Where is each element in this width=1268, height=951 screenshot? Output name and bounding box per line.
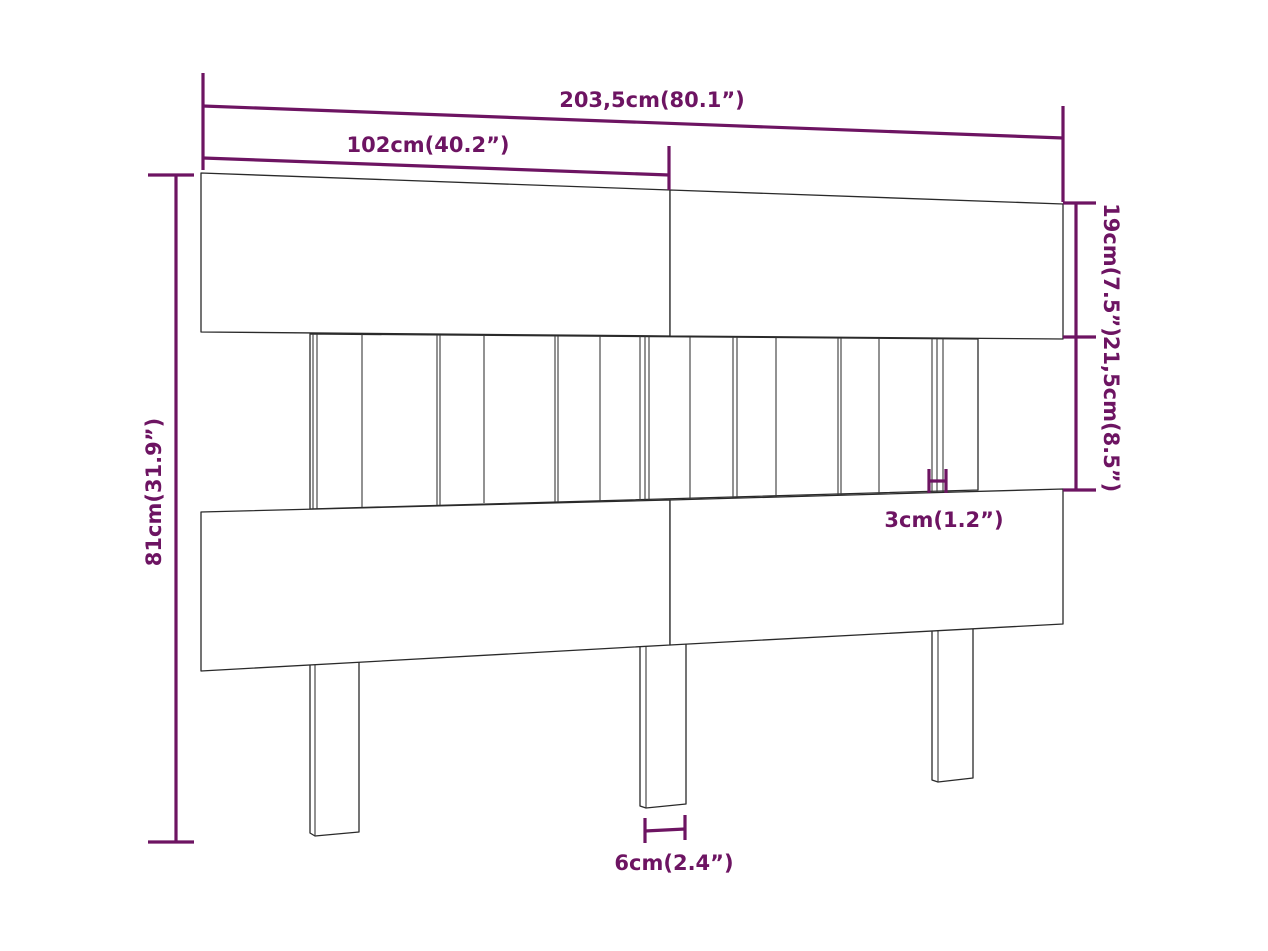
half-width-label: 102cm(40.2”) [347,133,510,157]
dimension-labels: 203,5cm(80.1”) 102cm(40.2”) 81cm(31.9”) … [142,88,1123,875]
slat-section [309,333,979,510]
top-panels [200,172,1064,340]
top-panel-left [200,172,671,337]
total-width-label: 203,5cm(80.1”) [559,88,745,112]
slat-section-height-label: 21,5cm(8.5”) [1099,336,1123,492]
total-height-label: 81cm(31.9”) [142,418,166,566]
top-panel-height-label: 19cm(7.5”) [1099,203,1123,337]
leg-right [931,626,974,783]
slat-width-label: 3cm(1.2”) [884,508,1003,532]
leg-width-label: 6cm(2.4”) [614,851,733,875]
slats [309,334,979,509]
bottom-panel-left [200,499,671,672]
top-panel-right [669,189,1064,340]
leg-left [309,654,360,837]
bottom-panel-right [669,488,1064,646]
leg-center [639,640,687,809]
legs [309,626,974,837]
bottom-panels [200,488,1064,672]
dimension-lines [148,73,1096,844]
